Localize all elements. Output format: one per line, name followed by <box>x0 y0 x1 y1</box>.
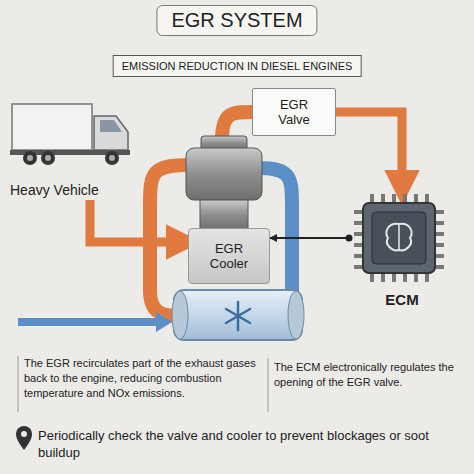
note-text: The ECM electronically regulates the ope… <box>274 360 464 390</box>
control-arrow <box>270 237 352 239</box>
note-text: Periodically check the valve and cooler … <box>38 428 458 462</box>
node-text: Heavy Vehicle <box>10 182 99 198</box>
note-text: The EGR recirculates part of the exhaust… <box>24 356 256 401</box>
pin-icon <box>16 426 32 450</box>
valve-neck <box>200 200 248 230</box>
node-text: EGR Cooler <box>203 241 255 271</box>
cooler-cylinder <box>174 290 302 340</box>
intake-arrow <box>18 318 158 326</box>
snowflake-icon <box>226 302 250 330</box>
subtitle-box: EMISSION REDUCTION IN DIESEL ENGINES <box>113 55 362 77</box>
flow-arrow <box>336 112 402 192</box>
valve-housing <box>186 148 262 200</box>
node-text: ECM <box>352 291 452 308</box>
ecm-chip-icon <box>352 192 446 284</box>
node-text: EGR Valve <box>266 97 322 127</box>
cylinder-end <box>288 291 304 339</box>
flow-arrow <box>90 200 188 242</box>
truck-icon <box>8 100 136 170</box>
arrow-dot <box>346 235 353 242</box>
ecm-node: ECM <box>352 192 452 312</box>
title-box: EGR SYSTEM <box>156 5 317 36</box>
cooler-box: EGR Cooler <box>188 228 270 284</box>
cylinder-end <box>172 291 188 339</box>
note-border <box>268 358 269 412</box>
vehicle-node: Heavy Vehicle <box>8 100 136 200</box>
intake-arrowhead <box>156 312 172 332</box>
note-border <box>18 356 19 412</box>
valve-box: EGR Valve <box>252 88 336 136</box>
